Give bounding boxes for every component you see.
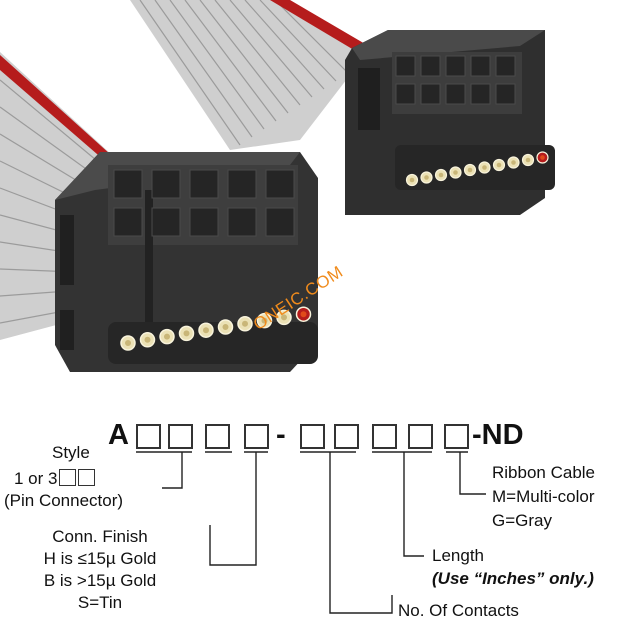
socket-cavity xyxy=(151,169,181,199)
code-box-1 xyxy=(136,424,161,449)
code-box-mini-2 xyxy=(78,469,96,486)
wire-line xyxy=(169,0,265,130)
pin-center xyxy=(482,165,487,170)
pin-center xyxy=(438,172,444,178)
wire-line xyxy=(199,0,289,114)
part-prefix: A xyxy=(108,419,129,451)
pin-center xyxy=(125,340,131,346)
red-stripe-right xyxy=(270,0,372,56)
socket-cavity xyxy=(189,207,219,237)
wire-line xyxy=(274,0,349,74)
part-suffix: -ND xyxy=(472,419,524,451)
pin-center xyxy=(261,317,268,324)
left-idc-connector xyxy=(55,152,318,372)
ribbon-gray: G=Gray xyxy=(492,511,552,530)
right-idc-connector xyxy=(345,30,555,215)
pin-center xyxy=(242,320,248,327)
pin-center xyxy=(540,155,545,160)
socket-cavity xyxy=(470,55,491,77)
socket-cavity xyxy=(445,83,466,105)
right-ribbon-cable xyxy=(130,0,390,150)
code-box-2 xyxy=(168,424,193,449)
wire-line xyxy=(229,0,313,98)
pin-center xyxy=(144,336,151,343)
ribbon-multi-color: M=Multi-color xyxy=(492,487,595,506)
code-box-9 xyxy=(444,424,469,449)
pin-center xyxy=(496,162,502,168)
code-box-3 xyxy=(205,424,230,449)
pin-center xyxy=(300,311,307,318)
wire-line xyxy=(139,0,241,146)
length-note: (Use “Inches” only.) xyxy=(432,569,594,588)
finish-h: H is ≤15µ Gold xyxy=(43,549,157,568)
pin-center xyxy=(281,314,287,321)
socket-cavity xyxy=(265,169,295,199)
callout-lines xyxy=(136,451,486,614)
pin-center xyxy=(511,160,516,165)
pin-center xyxy=(467,167,473,173)
socket-cavity xyxy=(227,169,257,199)
wire-line xyxy=(214,0,301,106)
socket-cavity xyxy=(495,55,516,77)
pin-center xyxy=(203,327,209,334)
socket-cavity xyxy=(395,55,416,77)
ribbon-cable-title: Ribbon Cable xyxy=(492,463,596,482)
pin-connector-label: (Pin Connector) xyxy=(4,491,124,510)
socket-cavity xyxy=(420,55,441,77)
pin-center xyxy=(222,324,229,330)
finish-b: B is >15µ Gold xyxy=(43,571,157,590)
code-box-8 xyxy=(408,424,433,449)
contacts-label: No. Of Contacts xyxy=(398,601,519,620)
wire-line xyxy=(259,0,337,82)
conn-finish-title: Conn. Finish xyxy=(52,527,148,546)
pin-center xyxy=(409,177,415,183)
pin-center xyxy=(164,333,170,340)
finish-s: S=Tin xyxy=(77,593,123,612)
socket-cavity xyxy=(113,169,143,199)
wire-line xyxy=(154,0,253,138)
length-title: Length xyxy=(432,546,484,565)
code-box-5 xyxy=(300,424,325,449)
code-box-mini-1 xyxy=(59,469,77,486)
socket-cavity xyxy=(470,83,491,105)
part-separator: - xyxy=(276,419,286,451)
socket-cavity xyxy=(113,207,143,237)
pin-center xyxy=(183,330,190,337)
socket-cavity xyxy=(445,55,466,77)
pin-center xyxy=(424,175,429,180)
pin-center xyxy=(525,157,531,163)
wire-line xyxy=(244,0,325,90)
socket-cavity xyxy=(151,207,181,237)
code-box-7 xyxy=(372,424,397,449)
style-code: 1 or 3 xyxy=(14,468,96,489)
code-box-4 xyxy=(244,424,269,449)
pin-center xyxy=(453,170,458,175)
style-label: Style xyxy=(52,443,90,462)
socket-cavity xyxy=(265,207,295,237)
socket-cavity xyxy=(189,169,219,199)
wire-line xyxy=(184,0,277,122)
socket-cavity xyxy=(495,83,516,105)
socket-cavity xyxy=(395,83,416,105)
socket-cavity xyxy=(420,83,441,105)
code-box-6 xyxy=(334,424,359,449)
socket-cavity xyxy=(227,207,257,237)
